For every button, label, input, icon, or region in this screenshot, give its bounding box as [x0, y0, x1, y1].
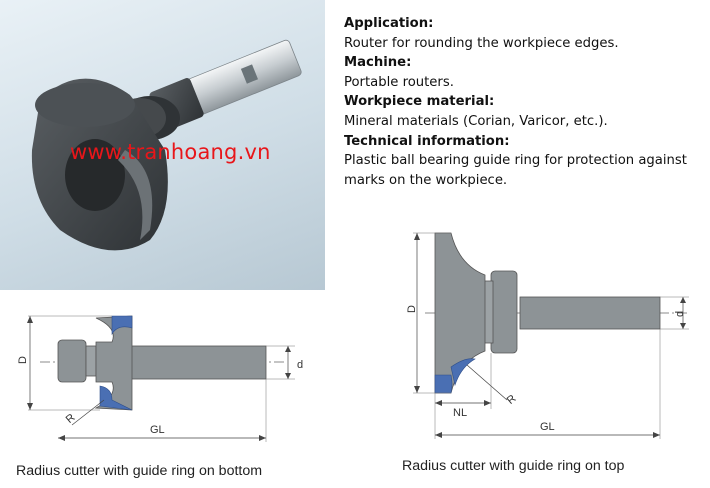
- info-heading-material: Workpiece material:: [344, 94, 495, 110]
- label-GL-left: GL: [150, 424, 165, 436]
- label-d-right: d: [674, 311, 686, 317]
- drawing-guide-ring-top: D d R NL GL: [406, 232, 690, 439]
- router-bit-illustration: [31, 39, 302, 251]
- info-heading-technical: Technical information:: [344, 133, 510, 149]
- label-GL-right: GL: [540, 421, 555, 433]
- watermark-text: www.tranhoang.vn: [70, 140, 271, 164]
- caption-guide-ring-top: Radius cutter with guide ring on top: [402, 458, 625, 474]
- drawing-guide-ring-bottom: D d R GL: [17, 315, 303, 442]
- caption-guide-ring-bottom: Radius cutter with guide ring on bottom: [16, 463, 263, 479]
- product-info: Application: Router for rounding the wor…: [344, 14, 710, 190]
- label-NL-right: NL: [453, 407, 467, 419]
- label-D-right: D: [406, 305, 418, 313]
- label-d-left: d: [297, 359, 303, 371]
- label-R-right: R: [505, 393, 519, 407]
- info-heading-application: Application:: [344, 16, 434, 31]
- info-text-technical: Plastic ball bearing guide ring for prot…: [344, 153, 687, 188]
- label-R-left: R: [64, 412, 78, 426]
- info-text-application: Router for rounding the workpiece edges.: [344, 35, 619, 51]
- info-text-machine: Portable routers.: [344, 74, 454, 90]
- label-D-left: D: [17, 356, 29, 364]
- info-heading-machine: Machine:: [344, 55, 412, 71]
- product-photo: www.tranhoang.vn: [0, 0, 325, 290]
- info-text-material: Mineral materials (Corian, Varicor, etc.…: [344, 113, 608, 129]
